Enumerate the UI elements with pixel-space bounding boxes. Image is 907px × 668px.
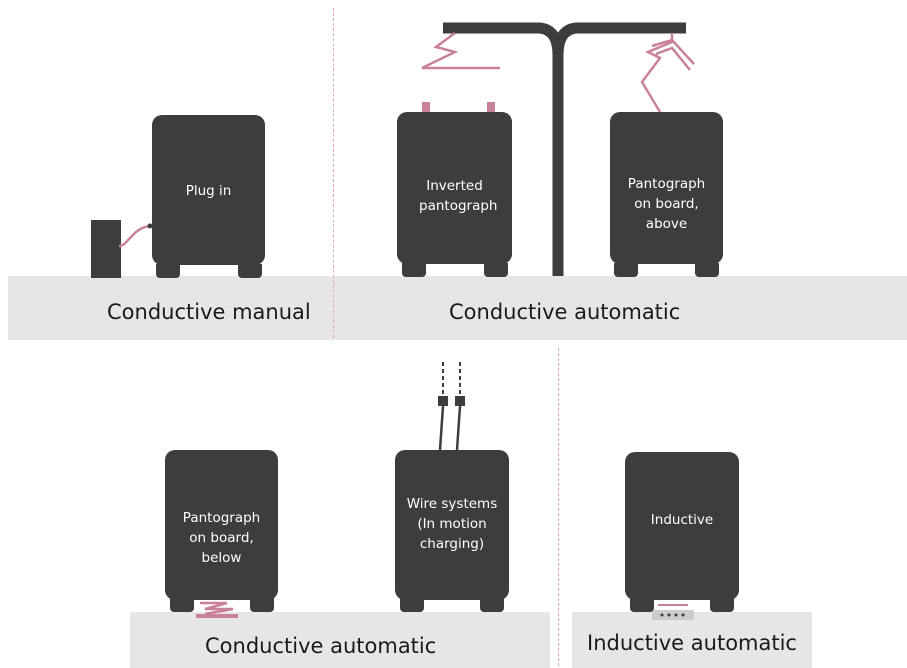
- plug-socket: [147, 223, 153, 229]
- category-label-conductive-manual: Conductive manual: [107, 300, 311, 324]
- ground-strip-bottom-left: [130, 612, 550, 668]
- ground-strip-top: [8, 276, 907, 340]
- inductive-pad: [652, 610, 694, 620]
- trolley-shoe-right: [455, 396, 465, 406]
- ground-strip-bottom-right: [572, 612, 812, 668]
- vehicle-label-inductive: Inductive: [650, 512, 714, 528]
- roof-contact-left: [422, 102, 430, 114]
- pantograph-below: [200, 601, 234, 616]
- pantograph-below-contact: [196, 614, 238, 618]
- trolley-shoe-left: [438, 396, 448, 406]
- charging-station-box: [91, 220, 121, 278]
- trolley-pole-right: [455, 405, 462, 451]
- inverted-pantograph: [421, 31, 500, 70]
- plug-cable: [118, 224, 151, 248]
- vehicle-label-above: Pantograph on board, above: [627, 176, 706, 232]
- divider-top: [333, 8, 334, 338]
- vehicle-label-inverted: Inverted pantograph: [419, 178, 498, 214]
- category-label-conductive-automatic-bottom: Conductive automatic: [205, 634, 437, 658]
- roof-contact-right: [487, 102, 495, 114]
- category-label-inductive-automatic: Inductive automatic: [587, 631, 797, 655]
- vehicle-label-below: Pantograph on board, below: [182, 510, 261, 566]
- divider-bottom: [558, 348, 559, 666]
- vehicle-label-wire: Wire systems (In motion charging): [406, 496, 498, 552]
- pantograph-above-head-2: [655, 46, 691, 71]
- trolley-pole-left: [438, 405, 445, 451]
- pantograph-above-head: [651, 38, 695, 65]
- vehicle-label-plug-in: Plug in: [185, 183, 232, 199]
- mast-right-arm: [552, 22, 686, 56]
- category-label-conductive-automatic-top: Conductive automatic: [449, 300, 681, 324]
